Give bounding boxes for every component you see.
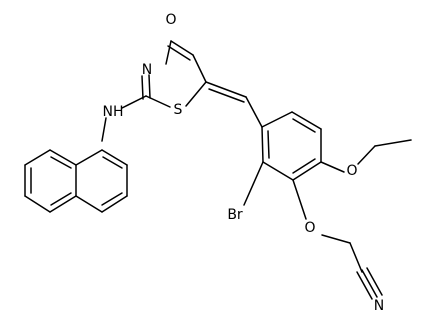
bond-nh-naph <box>101 117 107 142</box>
bond-n3-c2 <box>141 75 144 100</box>
bond-cn-triple-c <box>366 267 383 296</box>
bond-naph-a4 <box>49 195 77 213</box>
bond-ch2-cn <box>349 242 363 273</box>
bond-ar-oet <box>320 161 345 173</box>
atom-label-oxygen-carbonyl: O <box>165 12 176 28</box>
bond-ar-2 <box>291 111 322 130</box>
bond-c4-c5 <box>192 54 207 83</box>
bond-naph-b5 <box>75 195 103 213</box>
atom-label-nitrogen-nitrile: N <box>374 298 384 314</box>
bond-naph-b2 <box>101 149 128 166</box>
bond-c4-n3 <box>165 40 172 65</box>
bond-ar-4 <box>292 161 322 181</box>
bond-naph-a5 <box>49 149 77 166</box>
bond-ar-4-inner <box>292 158 316 174</box>
bond-ar-br <box>243 161 264 206</box>
bonds <box>24 40 412 300</box>
bond-s1-c5 <box>185 81 207 107</box>
bond-co-c4-double <box>167 45 191 61</box>
bond-naph-a3 <box>24 195 51 213</box>
bond-naph-a5-inner <box>50 156 72 169</box>
bond-naph-b2-inner <box>102 156 123 169</box>
bond-ar-5 <box>262 161 294 181</box>
atom-label-sulfur: S <box>174 102 183 118</box>
atom-label-oxygen-ethoxy: O <box>346 163 357 179</box>
bond-ar-6-inner <box>267 130 270 159</box>
atom-label-bromine: Br <box>227 207 243 223</box>
bond-cn-triple-a <box>356 271 373 300</box>
bond-c2-s1 <box>145 95 171 108</box>
bond-naph-b1 <box>75 149 103 166</box>
bond-co-c4 <box>170 40 194 56</box>
bond-c5-ch-double <box>208 88 245 103</box>
bond-naph-a4-inner <box>50 192 72 206</box>
bond-oether-ch2 <box>321 234 351 244</box>
bond-n3-c2-double <box>148 74 151 99</box>
bond-c2-nh <box>121 95 147 109</box>
bond-naph-a1 <box>24 149 51 166</box>
bond-ar-1 <box>261 111 293 128</box>
bond-ar-oether <box>292 179 307 220</box>
atom-labels: O N S NH Br O O N <box>103 12 385 314</box>
bond-c5-ch <box>205 81 247 98</box>
bond-ar-2-inner <box>292 118 316 133</box>
bond-ch-ar1 <box>245 96 263 128</box>
bond-naph-b4 <box>101 195 128 213</box>
bond-ar-6 <box>261 126 264 163</box>
bond-oet-ch2 <box>357 145 376 165</box>
bond-naph-b4-inner <box>101 192 123 206</box>
bond-cn-triple-b <box>361 269 378 298</box>
atom-label-amine: NH <box>103 104 124 120</box>
bond-ch2-ch3 <box>374 139 412 147</box>
atom-label-oxygen-ether: O <box>304 220 315 236</box>
atom-label-nitrogen-ring: N <box>142 62 152 78</box>
